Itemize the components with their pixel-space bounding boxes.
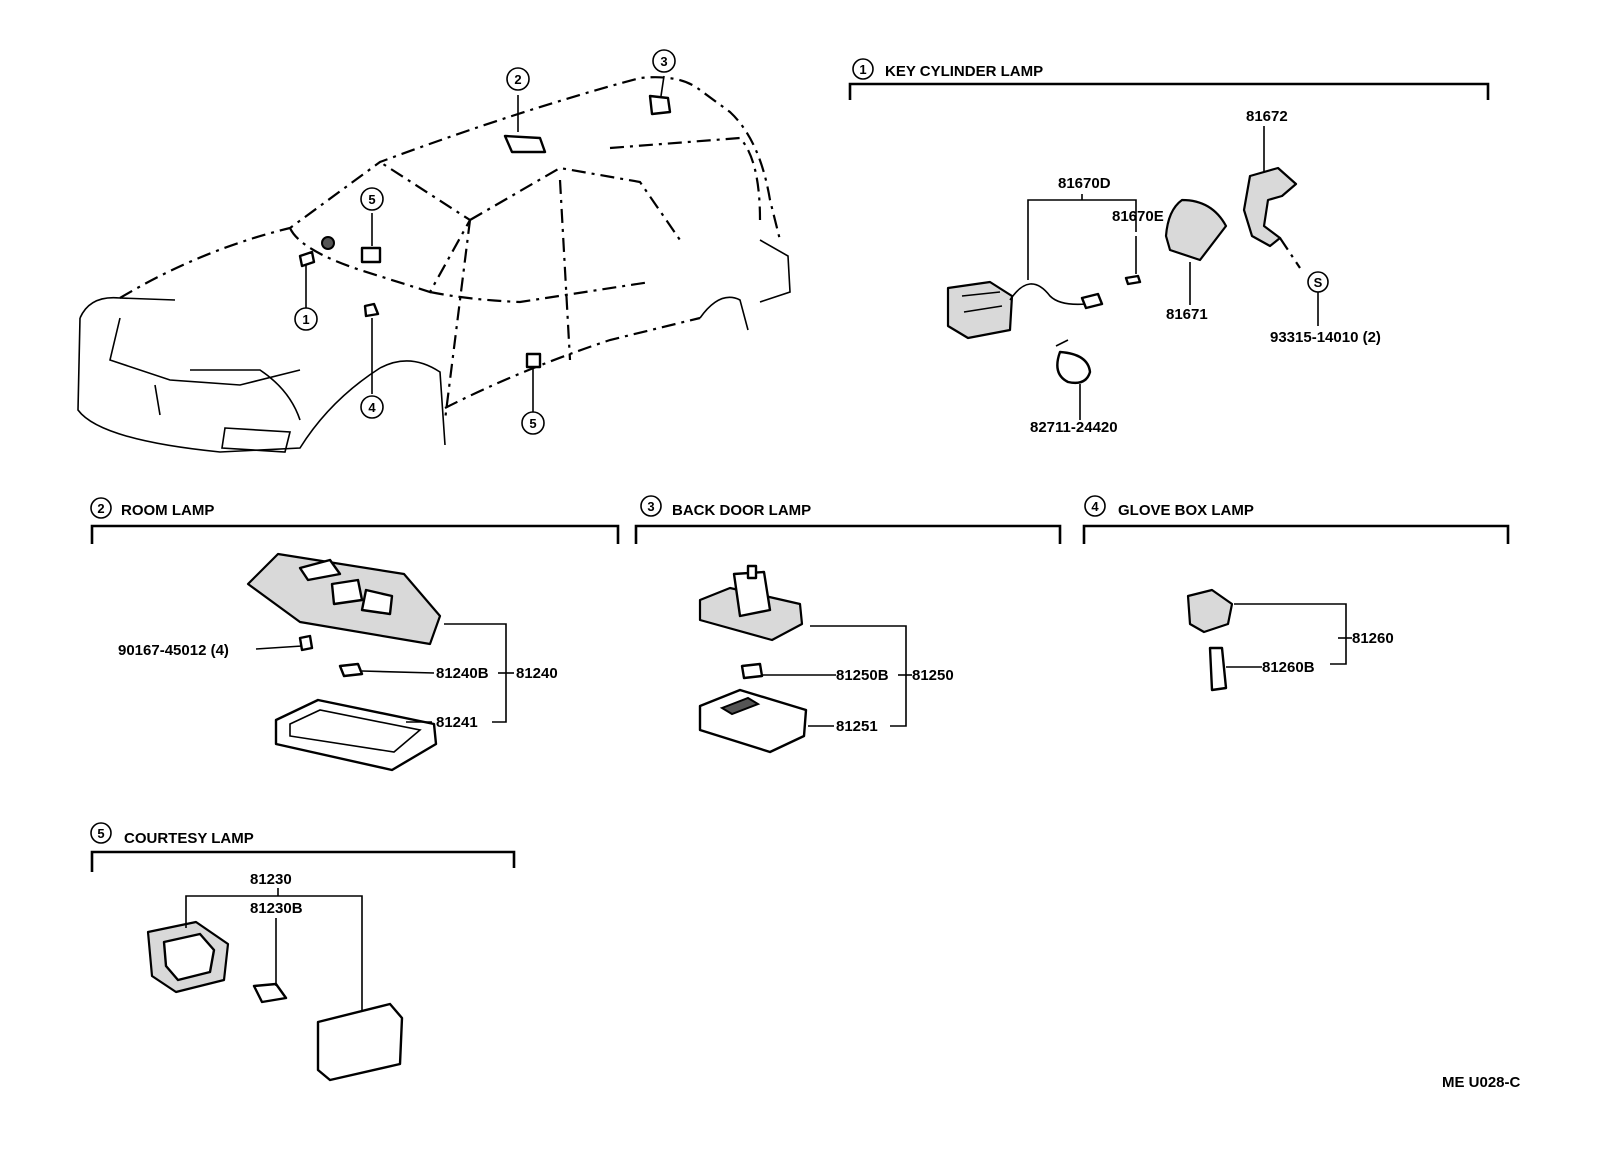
part-81260b: 81260B xyxy=(1262,659,1315,676)
part-82711-24420: 82711-24420 xyxy=(1030,419,1118,436)
vehicle-callout-5-upper: 5 xyxy=(368,192,375,207)
section-number-5: 5 xyxy=(97,826,104,841)
section-title-room: ROOM LAMP xyxy=(121,502,214,519)
part-81670e: 81670E xyxy=(1112,208,1164,225)
vehicle-callout-1: 1 xyxy=(302,312,309,327)
vehicle-callout-2: 2 xyxy=(514,72,521,87)
part-93315-14010: 93315-14010 (2) xyxy=(1270,329,1381,346)
part-81251: 81251 xyxy=(836,718,878,735)
part-81230b: 81230B xyxy=(250,900,303,917)
section-title-glove-box: GLOVE BOX LAMP xyxy=(1118,502,1254,519)
section-number-2: 2 xyxy=(97,501,104,516)
section-bracket xyxy=(848,82,1490,100)
room-lamp-lens xyxy=(274,698,438,772)
part-81240: 81240 xyxy=(516,665,558,682)
back-door-lamp-lens xyxy=(698,688,808,754)
section-title-courtesy: COURTESY LAMP xyxy=(124,830,254,847)
bulb-81250b xyxy=(740,662,764,680)
key-lamp-bracket xyxy=(1242,166,1298,248)
section-number-1: 1 xyxy=(859,62,866,77)
vehicle-callout-4: 4 xyxy=(368,400,376,415)
part-81672: 81672 xyxy=(1246,108,1288,125)
section-number-3: 3 xyxy=(647,499,654,514)
part-81670d: 81670D xyxy=(1058,175,1111,192)
section-title-back-door: BACK DOOR LAMP xyxy=(672,502,811,519)
bulb-81240b xyxy=(338,662,364,678)
section-title-key-cylinder: KEY CYLINDER LAMP xyxy=(885,63,1043,80)
band-clamp xyxy=(1056,350,1092,385)
part-81671: 81671 xyxy=(1166,306,1208,323)
glove-box-lamp-housing xyxy=(1186,588,1234,634)
section-number-4: 4 xyxy=(1091,499,1099,514)
part-90167-45012: 90167-45012 (4) xyxy=(118,642,229,659)
section-room-lamp: 2 ROOM LAMP 90167-45012 (4) 81240B 81240… xyxy=(90,497,620,772)
screw-symbol: S xyxy=(1314,275,1323,290)
courtesy-lamp-lens xyxy=(316,1002,404,1082)
section-back-door-lamp: 3 BACK DOOR LAMP 81250B 81250 81251 xyxy=(634,495,1062,754)
section-glove-box-lamp: 4 GLOVE BOX LAMP 81260 81260B xyxy=(1082,495,1510,692)
part-81240b: 81240B xyxy=(436,665,489,682)
section-key-cylinder-lamp: 1 KEY CYLINDER LAMP S 81672 81670D 81670… xyxy=(848,58,1490,436)
part-81250: 81250 xyxy=(912,667,954,684)
part-81241: 81241 xyxy=(436,714,478,731)
bulb-81260b xyxy=(1208,646,1228,692)
key-lamp-cover xyxy=(1164,198,1228,262)
bulb-81230b xyxy=(252,982,288,1004)
part-81260: 81260 xyxy=(1352,630,1394,647)
part-81250b: 81250B xyxy=(836,667,889,684)
vehicle-callout-5-door: 5 xyxy=(529,416,536,431)
screw-icon xyxy=(298,634,314,652)
vehicle-illustration: 2 3 5 1 4 5 xyxy=(77,49,791,453)
vehicle-callout-3: 3 xyxy=(660,54,667,69)
diagram-code: ME U028-C xyxy=(1442,1074,1521,1091)
section-courtesy-lamp: 5 COURTESY LAMP 81230 81230B xyxy=(90,822,516,1082)
bulb-81670e xyxy=(1124,274,1142,286)
part-81230: 81230 xyxy=(250,871,292,888)
